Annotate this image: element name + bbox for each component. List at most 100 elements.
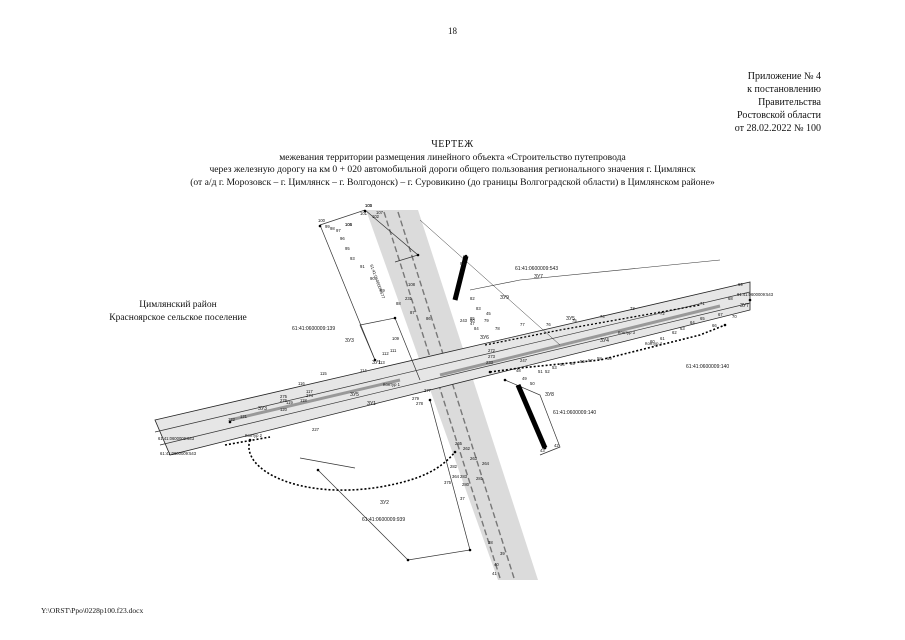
point-number: 273: [488, 354, 496, 359]
point-number: 50: [530, 381, 535, 386]
point-number: 85: [470, 316, 475, 321]
cadastral-number: 61:41:0600009:543: [515, 266, 558, 272]
page-number: 18: [448, 26, 457, 36]
point-number: 107: [376, 210, 384, 215]
point-number: 103: [365, 203, 373, 208]
point-number: 63: [680, 326, 685, 331]
point-number: 78: [495, 326, 500, 331]
point-number: 72: [660, 311, 665, 316]
title-main: ЧЕРТЕЖ: [431, 139, 474, 150]
point-markers: [228, 209, 752, 562]
appendix-line: Приложение № 4: [747, 71, 821, 82]
point-number: 81: [460, 261, 465, 266]
railway-corridor: [366, 210, 538, 580]
point-number: 277: [424, 388, 432, 393]
point-number: 88: [396, 301, 401, 306]
appendix-header: Приложение № 4 к постановлению Правитель…: [735, 70, 821, 135]
point-number: 82: [470, 296, 475, 301]
point-number: 64: [690, 320, 695, 325]
contour-label: Контур 2: [245, 433, 263, 438]
cadastral-number: 61:41:0600009:577: [369, 264, 386, 300]
point-number: 105: [365, 203, 373, 208]
hatched-zone: [515, 384, 548, 449]
point-number: 375: [444, 480, 452, 485]
point-number: 279: [412, 396, 420, 401]
point-number: 265: [455, 441, 463, 446]
zone-label: ЗУ3: [258, 406, 267, 412]
point-number: 247: [520, 358, 528, 363]
boundary-line: [504, 379, 561, 456]
point-number: 67: [718, 312, 723, 317]
point-number: 47: [470, 321, 475, 326]
point-number: 262: [463, 446, 471, 451]
road-edge: [159, 302, 751, 446]
point-number: 51: [538, 369, 543, 374]
point-number: 75: [572, 318, 577, 323]
point-number: 264: [482, 461, 490, 466]
document-title: ЧЕРТЕЖ межевания территории размещения л…: [0, 139, 905, 189]
cadastral-number: 61:41:0600009:543: [737, 292, 774, 297]
zone-label: ЗУ3: [345, 338, 354, 344]
cadastral-number: 61:41:0600009:140: [686, 364, 729, 370]
point-number: 41: [492, 571, 497, 576]
railway-track: [383, 211, 501, 579]
point-number: 280: [462, 482, 470, 487]
point-number: 59: [607, 356, 612, 361]
zone-label: ЗУ9: [500, 295, 509, 301]
point-number: 96: [340, 236, 345, 241]
point-number: 80: [470, 318, 475, 323]
zone-label: ЗУ5: [566, 316, 575, 322]
point-number: 58: [597, 356, 602, 361]
boundary-line: [319, 209, 419, 263]
cadastral-number: 61:41:0600009:139: [292, 326, 335, 332]
point-number: 115: [320, 371, 327, 376]
point-number: 37: [460, 496, 465, 501]
appendix-line: Правительства: [758, 97, 821, 108]
cadastral-number: 61:41:0600009:939: [362, 517, 405, 523]
point-number: 87: [410, 310, 415, 315]
appendix-line: от 28.02.2022 № 100: [734, 123, 821, 134]
point-number: 70: [732, 314, 737, 319]
road-edge: [154, 291, 751, 433]
point-number: 113: [378, 360, 385, 365]
point-number: 104: [345, 222, 353, 227]
file-path: Y:\ORST\Ppo\0228p100.f23.docx: [41, 606, 144, 615]
point-number: 108: [408, 282, 416, 287]
road-overpass: [229, 378, 401, 422]
district-label: Цимлянский район Красноярское сельское п…: [78, 299, 278, 325]
point-number: 274: [306, 393, 314, 398]
point-number: 38: [488, 540, 493, 545]
point-number: 52: [545, 369, 550, 374]
contour-label: Контур 4: [645, 341, 663, 346]
point-labels: 1051061071081091111121131141151161171181…: [228, 203, 743, 576]
point-number: 45: [486, 311, 491, 316]
point-number: 95: [345, 246, 350, 251]
settlement-name: Красноярское сельское поселение: [109, 313, 247, 323]
point-number: 73: [630, 306, 635, 311]
title-line: (от а/д г. Морозовск – г. Цимлянск – г. …: [190, 176, 715, 188]
point-number: 106: [345, 222, 353, 227]
title-line: через железную дорогу на км 0 + 020 авто…: [209, 164, 696, 175]
point-number: 118: [300, 398, 307, 403]
point-number: 90: [370, 276, 375, 281]
zone-label: ЗУ6: [480, 335, 489, 341]
point-number: 93: [350, 256, 355, 261]
district-name: Цимлянский район: [139, 300, 217, 310]
appendix-line: к постановлению: [747, 84, 821, 95]
point-number: 119: [286, 400, 293, 405]
contour-line: [484, 304, 701, 346]
point-number: 281: [476, 476, 484, 481]
point-number: 98: [330, 226, 335, 231]
point-number: 275: [280, 394, 288, 399]
road-corridor: [154, 281, 751, 456]
road-overpass: [439, 304, 721, 377]
point-number: 116: [298, 381, 305, 386]
zone-label: ЗУ1: [372, 360, 381, 366]
point-number: 120: [280, 407, 288, 412]
point-number: 55: [570, 361, 575, 366]
boundary-line: [419, 219, 561, 346]
point-number: 100: [318, 218, 326, 223]
cadastral-number: 61:41:0600009:140: [553, 410, 596, 416]
contour-line: [489, 324, 726, 373]
